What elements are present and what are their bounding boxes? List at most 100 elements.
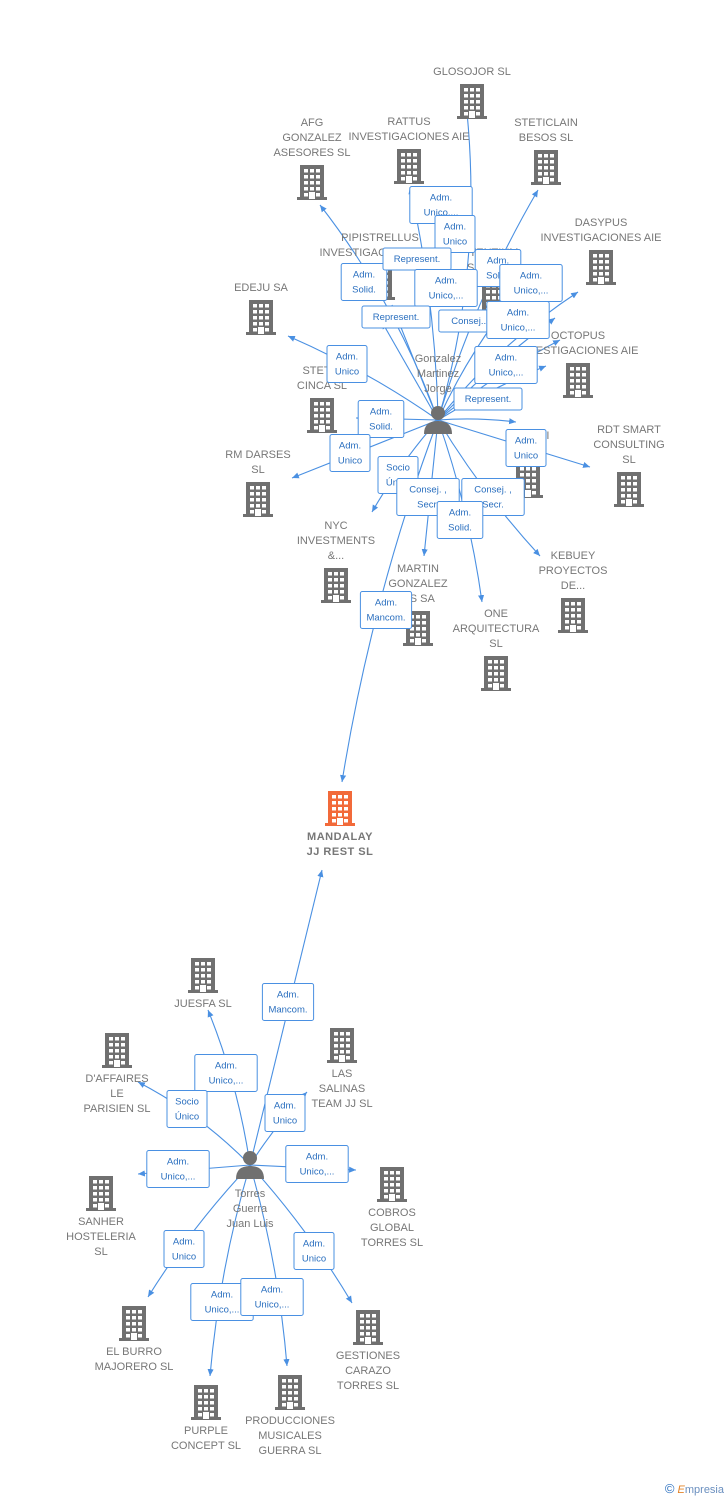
node-label: D'AFFAIRES	[85, 1073, 148, 1085]
node-label: STETICLAIN	[514, 117, 578, 129]
edge-role-text: Adm.	[375, 598, 397, 609]
edge-role-label[interactable]: Adm.Unico,...	[486, 301, 550, 339]
footer-brand[interactable]: © Empresia	[665, 1481, 724, 1496]
edge-role-text: Unico,...	[429, 291, 464, 302]
edge-role-label[interactable]: Adm.Solid.	[357, 400, 405, 438]
edge-role-label[interactable]: Adm.Unico	[434, 215, 476, 253]
node-label: Gonzalez	[415, 353, 461, 365]
edge-role-label[interactable]: Adm.Unico	[326, 345, 368, 383]
edge-role-label[interactable]: Adm.Unico	[329, 434, 371, 472]
edge-role-label[interactable]: Adm.Unico	[293, 1232, 335, 1270]
edge-role-label[interactable]: Adm.Unico,...	[240, 1278, 304, 1316]
node-label: PROYECTOS	[539, 565, 608, 577]
company-node[interactable]: NYCINVESTMENTS&...	[297, 520, 375, 603]
edge-role-text: Adm.	[339, 441, 361, 452]
node-label: HOSTELERIA	[66, 1231, 136, 1243]
building-icon	[353, 1310, 383, 1345]
edge-role-label[interactable]: Adm.Unico,...	[194, 1054, 258, 1092]
edge-role-text: Represent.	[373, 312, 419, 323]
edge-role-label[interactable]: Adm.Unico,...	[499, 264, 563, 302]
node-label: GONZALEZ	[388, 578, 448, 590]
edge-role-label[interactable]: Adm.Solid.	[340, 263, 388, 301]
edge-role-label[interactable]: Adm.Unico,...	[146, 1150, 210, 1188]
edge-role-box	[329, 434, 371, 472]
building-icon	[188, 958, 218, 993]
person-icon	[424, 406, 452, 434]
company-node[interactable]: GLOSOJOR SL	[433, 66, 511, 119]
node-label: ARQUITECTURA	[453, 623, 540, 635]
edge-role-box	[194, 1054, 258, 1092]
node-label: RDT SMART	[597, 424, 661, 436]
edge-role-text: Consej. ,	[474, 485, 512, 496]
edge-role-box	[453, 387, 523, 411]
node-label: Guerra	[233, 1203, 268, 1215]
edge-role-box	[434, 215, 476, 253]
edge-role-box	[285, 1145, 349, 1183]
edge-role-label[interactable]: Represent.	[453, 387, 523, 411]
node-label: &...	[328, 550, 345, 562]
relation-edge	[249, 1164, 353, 1304]
edge-role-text: Adm.	[261, 1285, 283, 1296]
node-label: MARTIN	[397, 563, 439, 575]
node-label: TORRES SL	[337, 1380, 399, 1392]
node-label: Martinez	[417, 368, 459, 380]
edge-role-text: Único	[175, 1112, 199, 1123]
node-label: RM DARSES	[225, 449, 290, 461]
edge-role-text: Adm.	[444, 222, 466, 233]
company-node[interactable]: EDEJU SA	[234, 282, 289, 335]
edge-role-label[interactable]: Adm.Unico	[163, 1230, 205, 1268]
edge-role-box	[326, 345, 368, 383]
node-label: SL	[94, 1246, 107, 1258]
edge-role-text: Socio	[386, 463, 410, 474]
edge-role-label[interactable]: Represent.	[382, 247, 452, 271]
company-node[interactable]: KEBUEYPROYECTOSDE...	[539, 550, 608, 633]
edge-role-label[interactable]: Adm.Mancom.	[261, 983, 315, 1021]
edge-role-text: Adm.	[435, 276, 457, 287]
edge-role-box	[293, 1232, 335, 1270]
edge-role-text: Adm.	[173, 1237, 195, 1248]
edge-role-text: Adm.	[520, 271, 542, 282]
edge-role-box	[340, 263, 388, 301]
edge-role-text: Adm.	[277, 990, 299, 1001]
edge-role-label[interactable]: Adm.Unico	[505, 429, 547, 467]
node-label: INVESTIGACIONES AIE	[540, 232, 661, 244]
edge-role-text: Adm.	[449, 508, 471, 519]
building-icon	[307, 398, 337, 433]
edge-role-label[interactable]: Adm.Unico,...	[285, 1145, 349, 1183]
node-label: CONSULTING	[593, 439, 664, 451]
company-node[interactable]: JUESFA SL	[174, 958, 232, 1010]
edge-role-text: Unico	[302, 1254, 326, 1265]
building-icon	[86, 1176, 116, 1211]
brand-initial: E	[677, 1484, 685, 1496]
edge-role-label[interactable]: Adm.Mancom.	[359, 591, 413, 629]
edge-role-label[interactable]: Adm.Unico,...	[474, 346, 538, 384]
edge-role-box	[264, 1094, 306, 1132]
edge-role-label[interactable]: Adm.Solid.	[436, 501, 484, 539]
edge-role-box	[163, 1230, 205, 1268]
edge-role-box	[166, 1090, 208, 1128]
edge-role-label[interactable]: Adm. Unico,...	[414, 269, 478, 307]
node-label: OCTOPUS	[551, 330, 605, 342]
edge-role-label[interactable]: Adm.Unico	[264, 1094, 306, 1132]
edge-role-label[interactable]: Represent.	[361, 305, 431, 329]
